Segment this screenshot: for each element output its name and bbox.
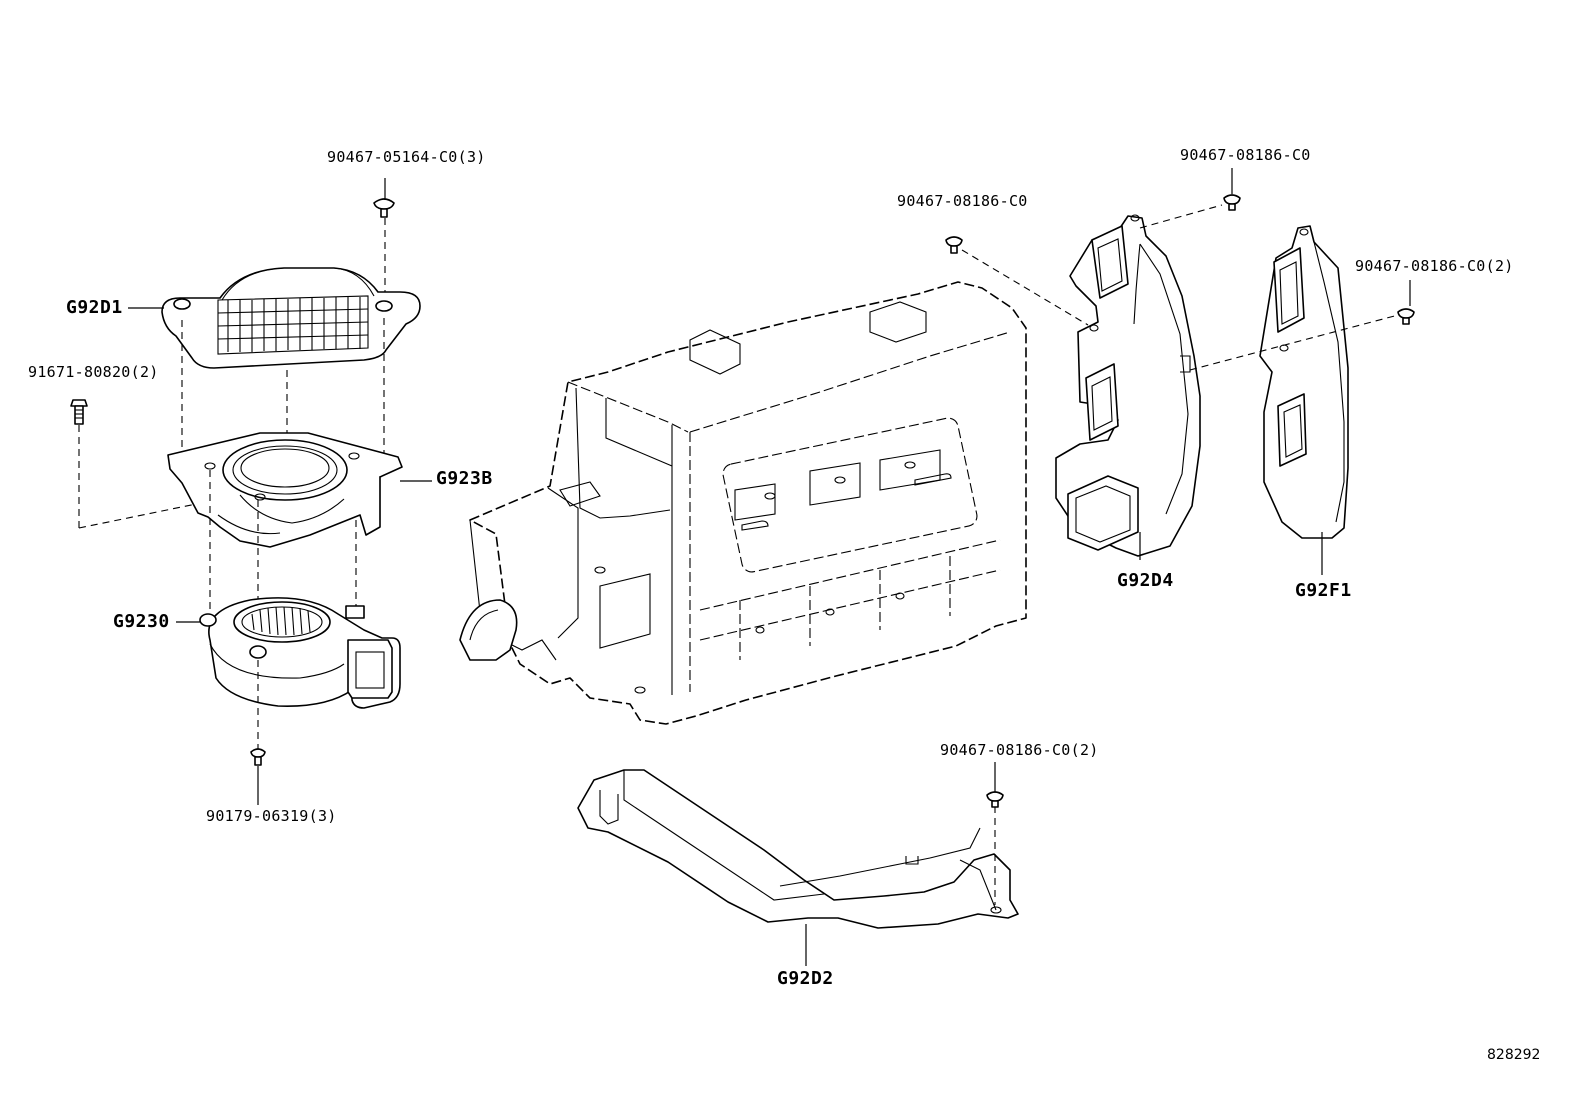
label-part-g92d1: G92D1 [66,297,123,318]
label-clip-bottom-duct: 90467-08186-C0(2) [940,741,1099,759]
blower-fan-g9230-drawing [199,597,401,709]
exhaust-duct-g92d4-drawing [1055,214,1201,557]
clip-90467-08186-far-right-icon [1397,308,1415,325]
label-part-g92f1: G92F1 [1295,580,1352,601]
hv-battery-pack-drawing [459,281,1027,725]
clip-90467-08186-right-icon [1223,194,1241,211]
screw-90467-05164-icon [373,198,395,218]
clip-90467-08186-bottom-icon [986,791,1004,808]
clip-90467-08186-center-icon [945,236,963,254]
label-clip-center-top: 90467-08186-C0 [897,192,1028,210]
label-clip-far-right: 90467-08186-C0(2) [1355,257,1514,275]
screw-90179-06319-icon [250,748,266,766]
label-part-g92d2: G92D2 [777,968,834,989]
label-bolt-left: 91671-80820(2) [28,363,159,381]
label-screw-bottom-left: 90179-06319(3) [206,807,337,825]
diagram-id: 828292 [1487,1047,1541,1063]
label-part-g92d4: G92D4 [1117,570,1174,591]
lower-duct-g92d2-drawing [577,769,1019,929]
bolt-91671-80820-icon [70,399,88,425]
blower-bracket-g923b-drawing [167,432,403,548]
exhaust-duct-g92f1-drawing [1259,225,1349,539]
label-clip-right-top: 90467-08186-C0 [1180,146,1311,164]
label-part-g9230: G9230 [113,611,170,632]
duct-cover-g92d1-drawing [161,267,421,369]
label-part-g923b: G923B [436,468,493,489]
label-screw-top-left: 90467-05164-C0(3) [327,148,486,166]
